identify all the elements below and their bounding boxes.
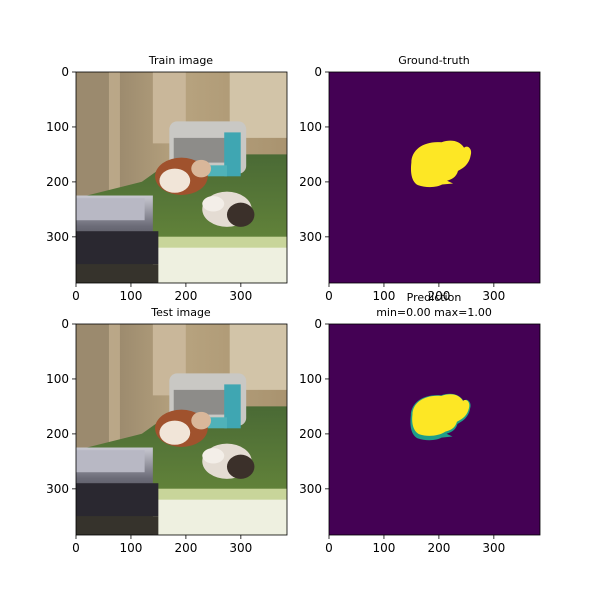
axes-frame (75, 323, 288, 536)
x-tick-label: 300 (482, 289, 505, 303)
x-tick-label: 300 (482, 541, 505, 555)
panel-title-prediction: Prediction (407, 291, 462, 304)
x-tick-label: 100 (372, 541, 395, 555)
x-tick-label: 0 (325, 289, 333, 303)
y-tick-label: 0 (314, 317, 322, 331)
y-tick-label: 0 (314, 65, 322, 79)
y-tick-label: 300 (299, 230, 322, 244)
y-tick-label: 200 (46, 427, 69, 441)
x-tick-label: 100 (119, 289, 142, 303)
panel-test-image: Test image 0 100 200 300 0 100 200 300 (46, 306, 288, 555)
y-tick-label: 100 (46, 120, 69, 134)
prediction-mask (410, 393, 471, 441)
y-tick-label: 200 (299, 427, 322, 441)
y-tick-label: 300 (46, 482, 69, 496)
x-tick-label: 200 (174, 289, 197, 303)
ground-truth-mask (410, 140, 472, 188)
axes-frame (75, 71, 288, 284)
y-tick-label: 0 (61, 65, 69, 79)
test-image (76, 324, 287, 535)
x-tick-label: 200 (427, 541, 450, 555)
y-tick-label: 300 (299, 482, 322, 496)
x-tick-label: 200 (174, 541, 197, 555)
train-image (76, 72, 287, 283)
x-tick-label: 100 (119, 541, 142, 555)
y-tick-label: 100 (299, 372, 322, 386)
panel-title-train: Train image (148, 54, 213, 67)
x-tick-label: 0 (72, 289, 80, 303)
panel-title-ground-truth: Ground-truth (398, 54, 470, 67)
panel-prediction: Prediction min=0.00 max=1.00 0 100 200 300 0… (299, 291, 541, 555)
y-tick-label: 300 (46, 230, 69, 244)
axes-frame (328, 71, 541, 284)
x-tick-label: 300 (229, 541, 252, 555)
panel-train-image: Train image 0 100 200 300 0 100 200 300 (46, 54, 288, 303)
y-tick-label: 200 (46, 175, 69, 189)
panel-ground-truth: Ground-truth 0 100 200 300 0 100 200 300 (299, 54, 541, 303)
y-tick-label: 200 (299, 175, 322, 189)
y-tick-label: 0 (61, 317, 69, 331)
x-tick-label: 200 (427, 289, 450, 303)
panel-title-test: Test image (150, 306, 211, 319)
x-tick-label: 0 (72, 541, 80, 555)
x-tick-label: 0 (325, 541, 333, 555)
y-tick-label: 100 (299, 120, 322, 134)
axes-frame (328, 323, 541, 536)
x-tick-label: 300 (229, 289, 252, 303)
y-tick-label: 100 (46, 372, 69, 386)
panel-subtitle-prediction: min=0.00 max=1.00 (376, 306, 492, 319)
x-tick-label: 100 (372, 289, 395, 303)
